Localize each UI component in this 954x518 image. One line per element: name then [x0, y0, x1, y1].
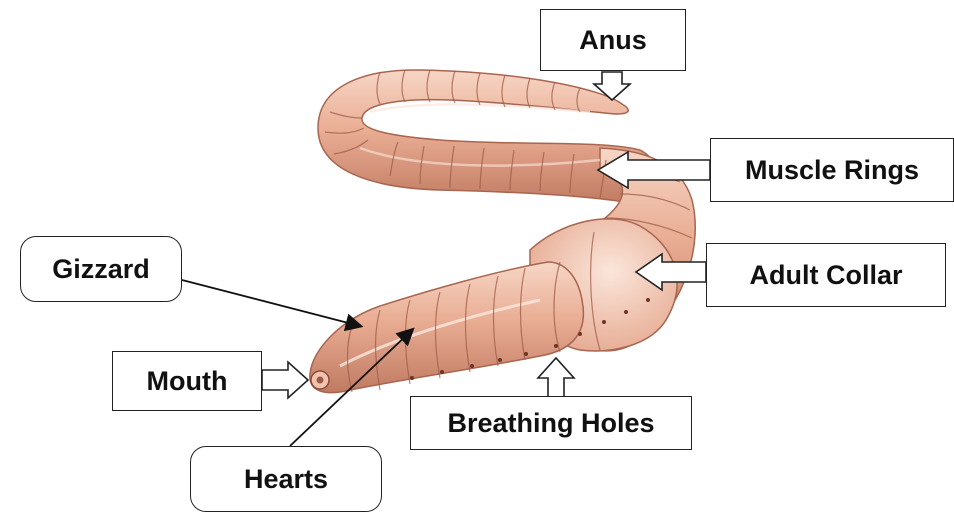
gizzard-pointer-line [182, 280, 360, 326]
adult-collar-label: Adult Collar [706, 243, 946, 307]
hearts-label: Hearts [190, 446, 382, 512]
breathing-holes-label: Breathing Holes [410, 396, 692, 450]
breathing-holes-arrow [538, 358, 574, 398]
anus-label: Anus [540, 9, 686, 71]
gizzard-label: Gizzard [20, 236, 182, 302]
muscle-rings-label: Muscle Rings [710, 138, 954, 202]
earthworm-body [310, 70, 695, 393]
mouth-label: Mouth [112, 351, 262, 411]
mouth-arrow [262, 362, 308, 398]
